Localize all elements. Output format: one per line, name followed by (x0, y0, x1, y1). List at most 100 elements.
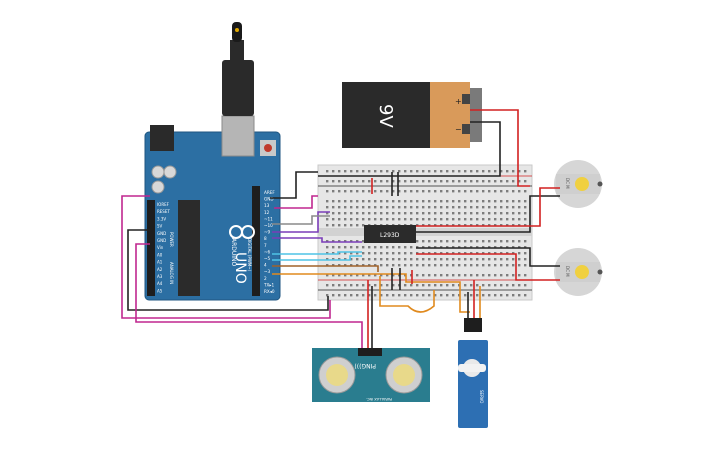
breadboard-hole (404, 212, 407, 215)
breadboard-hole (326, 212, 329, 215)
breadboard-hole (326, 284, 329, 287)
breadboard-hole (326, 274, 329, 277)
breadboard-hole (494, 170, 497, 173)
battery-9v[interactable]: 9V + − (342, 82, 482, 148)
breadboard-hole (416, 170, 419, 173)
breadboard-hole (506, 274, 509, 277)
breadboard-hole (428, 170, 431, 173)
breadboard-hole (470, 258, 473, 261)
breadboard-hole (398, 252, 401, 255)
arduino-board[interactable]: ARDUINO UNO POWER ANALOG IN DIGITAL (PWM… (144, 115, 281, 301)
breadboard-hole (470, 212, 473, 215)
breadboard-hole (416, 258, 419, 261)
breadboard-hole (524, 206, 527, 209)
breadboard-hole (518, 264, 521, 267)
breadboard-hole (344, 218, 347, 221)
ultrasonic-sensor[interactable]: PING))) PARALLAX INC. (312, 348, 430, 402)
breadboard-hole (392, 180, 395, 183)
breadboard-hole (458, 264, 461, 267)
breadboard-hole (452, 200, 455, 203)
breadboard-hole (404, 294, 407, 297)
breadboard-hole (386, 190, 389, 193)
breadboard-hole (386, 180, 389, 183)
breadboard-hole (404, 264, 407, 267)
breadboard-hole (380, 252, 383, 255)
breadboard-hole (488, 284, 491, 287)
breadboard-hole (386, 294, 389, 297)
breadboard-hole (374, 218, 377, 221)
breadboard-hole (398, 190, 401, 193)
breadboard-hole (440, 206, 443, 209)
breadboard-hole (386, 274, 389, 277)
breadboard-hole (356, 294, 359, 297)
breadboard-hole (326, 190, 329, 193)
wire-pin-9 (272, 211, 330, 233)
breadboard-hole (392, 200, 395, 203)
wire-left-magenta-2 (135, 243, 363, 348)
breadboard-hole (368, 252, 371, 255)
breadboard-hole (440, 284, 443, 287)
breadboard-hole (518, 212, 521, 215)
breadboard-hole (392, 170, 395, 173)
breadboard-hole (380, 274, 383, 277)
breadboard-hole (338, 246, 341, 249)
breadboard-hole (434, 294, 437, 297)
breadboard-hole (470, 294, 473, 297)
breadboard-hole (368, 258, 371, 261)
breadboard-hole (374, 246, 377, 249)
breadboard-hole (416, 284, 419, 287)
l293d-chip[interactable]: L293D (364, 225, 416, 243)
breadboard-hole (374, 212, 377, 215)
breadboard-hole (524, 274, 527, 277)
breadboard-hole (476, 264, 479, 267)
wire-pin-8 (272, 237, 362, 243)
power-analog-pin-label: RESET (157, 209, 170, 214)
dc-motor-top[interactable]: DC M (554, 160, 603, 208)
breadboard-hole (398, 246, 401, 249)
breadboard-hole (500, 284, 503, 287)
breadboard-hole (350, 258, 353, 261)
servo-motor[interactable]: SERVO (458, 318, 488, 428)
breadboard-hole (452, 206, 455, 209)
breadboard-hole (428, 240, 431, 243)
dc-motor-bottom[interactable]: DC M (554, 248, 603, 296)
breadboard-hole (326, 224, 329, 227)
breadboard-hole (476, 190, 479, 193)
breadboard-hole (440, 274, 443, 277)
breadboard-hole (374, 200, 377, 203)
breadboard-hole (374, 170, 377, 173)
breadboard-hole (356, 246, 359, 249)
breadboard-hole (422, 180, 425, 183)
breadboard-hole (422, 190, 425, 193)
breadboard-hole (356, 218, 359, 221)
breadboard-hole (368, 218, 371, 221)
breadboard-hole (386, 252, 389, 255)
breadboard-hole (446, 180, 449, 183)
breadboard-hole (458, 190, 461, 193)
breadboard-hole (362, 246, 365, 249)
breadboard-hole (392, 258, 395, 261)
power-jack (150, 125, 174, 151)
breadboard-hole (488, 274, 491, 277)
breadboard-hole (482, 180, 485, 183)
breadboard-hole (338, 274, 341, 277)
breadboard-hole (386, 264, 389, 267)
digital-pin-label: 4 (264, 263, 267, 268)
breadboard-hole (494, 180, 497, 183)
breadboard-hole (428, 274, 431, 277)
breadboard-hole (362, 170, 365, 173)
digital-pin-label: 8 (264, 236, 267, 241)
breadboard-hole (524, 294, 527, 297)
breadboard-hole (464, 180, 467, 183)
breadboard-hole (464, 258, 467, 261)
breadboard-hole (446, 206, 449, 209)
breadboard-hole (500, 258, 503, 261)
battery-minus: − (455, 125, 462, 134)
breadboard-hole (452, 284, 455, 287)
breadboard-hole (374, 206, 377, 209)
breadboard-hole (404, 218, 407, 221)
breadboard-hole (440, 170, 443, 173)
breadboard-hole (434, 170, 437, 173)
wire-left-black (127, 229, 329, 311)
